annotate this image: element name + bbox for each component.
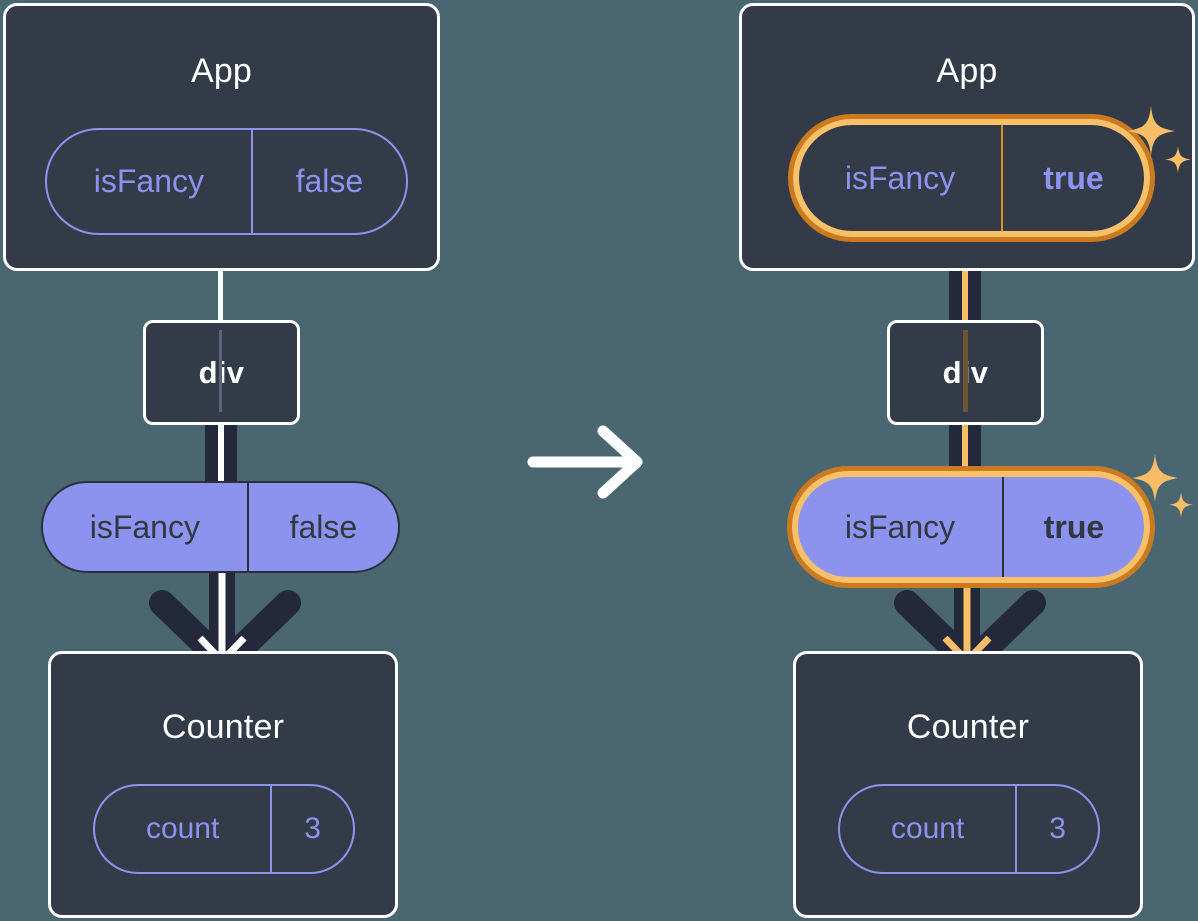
connector-core bbox=[218, 420, 224, 485]
state-pill-value: true bbox=[1001, 125, 1144, 231]
connector-through-div-after bbox=[963, 330, 968, 412]
state-pill-isfancy-before: isFancy false bbox=[45, 128, 408, 235]
state-pill-body: isFancy true bbox=[799, 125, 1144, 231]
state-pill-isfancy-after-highlighted: isFancy true bbox=[788, 114, 1155, 242]
prop-pill-value: true bbox=[1002, 477, 1144, 577]
prop-pill-body: isFancy true bbox=[798, 477, 1144, 577]
sparkles-icon-app-after bbox=[1127, 106, 1191, 173]
connector-app-to-div-before bbox=[218, 268, 223, 323]
connector-core bbox=[962, 420, 968, 485]
state-pill-count-after: count 3 bbox=[838, 784, 1100, 874]
prop-pill-name: isFancy bbox=[844, 508, 956, 545]
state-pill-name: isFancy bbox=[844, 159, 956, 196]
panel-counter-after: Counter count 3 bbox=[793, 651, 1143, 918]
transition-arrow-right-icon bbox=[527, 425, 643, 499]
state-pill-value: 3 bbox=[270, 786, 353, 872]
state-pill-name: isFancy bbox=[93, 163, 204, 199]
prop-pill-isfancy-before: isFancy false bbox=[41, 481, 400, 573]
panel-counter-before: Counter count 3 bbox=[48, 651, 398, 918]
panel-counter-title-after: Counter bbox=[906, 708, 1030, 746]
prop-pill-value: false bbox=[246, 483, 398, 571]
connector-core bbox=[962, 225, 968, 325]
panel-app-title-before: App bbox=[190, 52, 253, 90]
prop-pill-isfancy-after-highlighted: isFancy true bbox=[787, 466, 1155, 588]
state-pill-name: count bbox=[890, 812, 965, 845]
panel-app-before: App isFancy false bbox=[3, 3, 440, 271]
panel-app-title-after: App bbox=[936, 52, 998, 90]
connector-through-div-before bbox=[219, 330, 222, 412]
state-pill-value: false bbox=[250, 130, 406, 233]
sparkles-icon-prop-after bbox=[1132, 454, 1193, 518]
state-pill-value: 3 bbox=[1015, 786, 1098, 872]
prop-pill-name: isFancy bbox=[89, 508, 200, 545]
panel-counter-title-before: Counter bbox=[161, 708, 285, 746]
state-pill-count-before: count 3 bbox=[93, 784, 355, 874]
state-pill-name: count bbox=[145, 812, 220, 845]
connector-div-to-prop-before bbox=[205, 420, 237, 485]
